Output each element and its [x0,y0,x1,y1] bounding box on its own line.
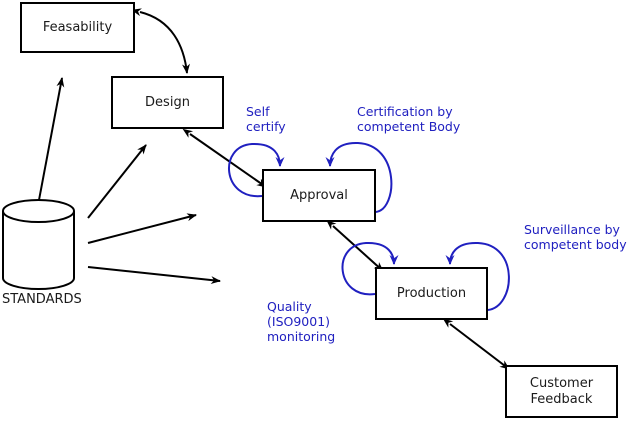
edge-feasability-design [131,8,190,74]
node-design-label: Design [145,94,190,110]
edge-standards-approval-upper [87,213,197,244]
annotation-quality-iso9001-monitoring: Quality (ISO9001) monitoring [267,299,336,344]
node-approval-label: Approval [290,187,348,203]
node-customer-feedback-label: Customer Feedback [529,375,594,407]
edge-quality-monitoring-loop [341,241,399,296]
node-approval[interactable]: Approval [262,169,376,222]
node-customer-feedback[interactable]: Customer Feedback [505,365,618,418]
node-design[interactable]: Design [111,76,224,129]
annotation-self-certify: Self certify [246,104,286,134]
edge-standards-approval-lower [87,266,221,285]
edge-standards-design [87,144,147,219]
edge-certification-loop [325,141,393,213]
node-feasability-label: Feasability [42,19,113,35]
edge-surveillance-loop [445,241,510,311]
node-production[interactable]: Production [375,267,488,320]
edge-approval-design [182,128,267,188]
edge-standards-feasability [38,77,65,201]
annotation-certification-by-competent-body: Certification by competent Body [357,104,461,134]
node-feasability[interactable]: Feasability [20,2,135,53]
standards-cylinder-shape [2,199,75,290]
standards-datastore-label: STANDARDS [2,292,82,307]
edge-production-customer-feedback [442,318,510,370]
node-production-label: Production [396,285,467,301]
edge-approval-production [326,219,384,272]
edge-self-certify-loop [228,142,285,198]
annotation-surveillance-by-competent-body: Surveillance by competent body [524,222,627,252]
